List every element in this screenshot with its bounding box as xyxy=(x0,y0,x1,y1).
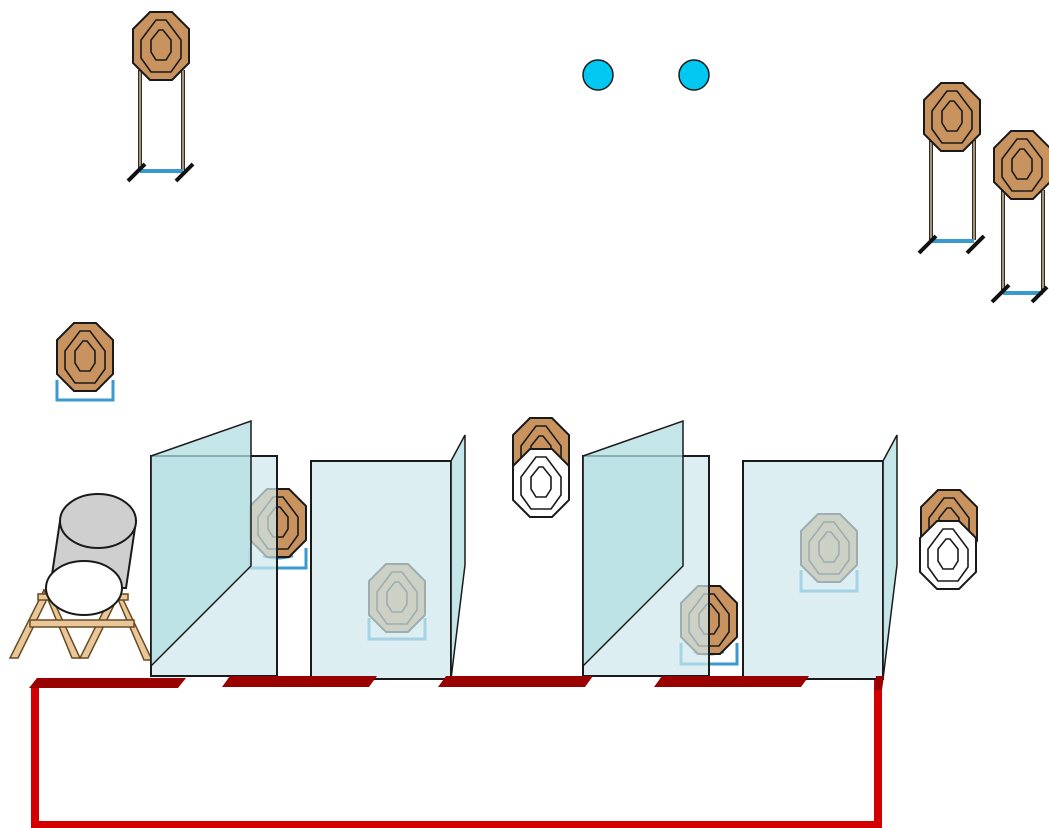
no-shoot-target-icon xyxy=(512,448,570,518)
fault-line-segment xyxy=(654,676,809,687)
wall-2 xyxy=(310,434,466,680)
fault-line-segment xyxy=(438,676,593,687)
wall-1 xyxy=(150,419,278,677)
barrel-icon xyxy=(45,493,138,616)
target-icon xyxy=(993,130,1049,200)
steel-plate-icon xyxy=(582,59,614,91)
steel-plate-icon xyxy=(678,59,710,91)
wall-3 xyxy=(582,419,710,677)
tall-target-stand-3 xyxy=(990,130,1049,304)
tall-target-stand-2 xyxy=(917,82,986,255)
low-target-1 xyxy=(55,322,115,402)
target-with-no-shoot-1 xyxy=(512,417,570,518)
no-shoot-target-icon xyxy=(919,520,977,590)
target-icon xyxy=(923,82,981,152)
target-with-no-shoot-2 xyxy=(919,489,978,590)
target-icon xyxy=(56,322,114,392)
target-icon xyxy=(132,11,190,81)
fault-line-segment xyxy=(222,676,377,687)
wall-4 xyxy=(742,434,898,680)
fault-line-segment xyxy=(29,678,186,688)
tall-target-stand-1 xyxy=(126,11,195,183)
shooting-box-border xyxy=(31,680,882,828)
barrel-on-sawhorse xyxy=(8,493,154,661)
fault-line-segment xyxy=(874,676,884,690)
